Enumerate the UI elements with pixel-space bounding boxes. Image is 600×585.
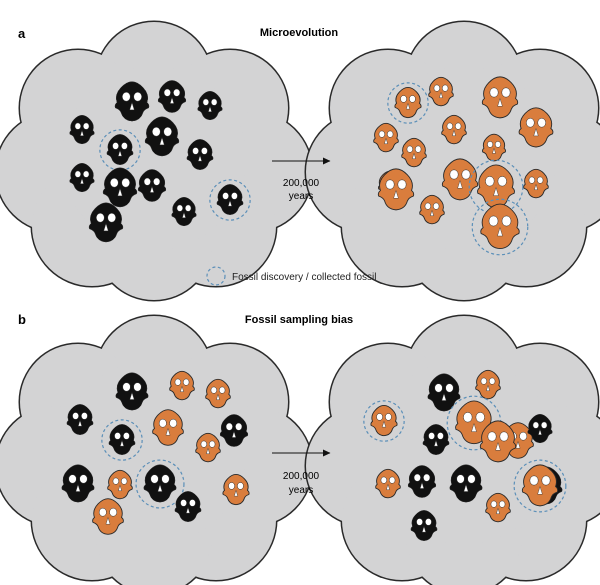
population-blob-b-t2	[304, 314, 600, 585]
skull-icon	[101, 419, 143, 461]
population-blob-b-t1	[0, 314, 314, 585]
dashed-circle-icon	[206, 266, 226, 286]
skull-icon	[471, 198, 529, 256]
skull-icon	[114, 81, 150, 122]
fossil-circle-icon	[513, 459, 567, 513]
panel-a-arrow-line2: years	[289, 191, 313, 202]
panel-b-letter: b	[18, 312, 26, 327]
skull-icon	[428, 76, 454, 107]
skull-icon	[157, 80, 187, 113]
skull-icon	[387, 82, 429, 124]
skull-icon	[174, 491, 202, 522]
skull-icon	[186, 139, 214, 170]
skull-icon	[197, 91, 223, 121]
skull-icon	[107, 469, 133, 500]
skull-icon	[209, 179, 251, 221]
fossil-circle-icon	[99, 129, 141, 171]
fossil-circle-icon	[363, 400, 405, 442]
skull-icon	[479, 420, 517, 463]
skull-icon	[92, 498, 124, 535]
population-blob-a-t1	[0, 20, 314, 302]
skull-icon	[99, 129, 141, 171]
skull-icon	[377, 168, 415, 211]
skull-icon	[523, 168, 549, 199]
fossil-circle-icon	[471, 198, 529, 256]
skull-icon	[518, 107, 554, 148]
skull-icon	[468, 159, 524, 215]
fossil-circle-icon	[209, 179, 251, 221]
skull-icon	[449, 464, 483, 503]
skull-icon	[427, 373, 461, 412]
skull-icon	[195, 432, 221, 463]
panel-a-arrow-line1: 200,000	[283, 178, 320, 189]
panel-b-title: Fossil sampling bias	[245, 314, 353, 326]
skulls-layer	[61, 76, 567, 541]
panel-a-letter: a	[18, 26, 26, 41]
skull-icon	[363, 400, 405, 442]
skull-icon	[88, 202, 124, 243]
skull-icon	[419, 194, 445, 225]
skull-icon	[482, 133, 506, 162]
fossil-circle-icon	[135, 459, 185, 509]
skull-icon	[407, 465, 437, 498]
skull-icon	[115, 372, 149, 411]
skull-icon	[66, 404, 94, 435]
skull-icon	[205, 378, 231, 409]
skull-icon	[61, 464, 95, 503]
skull-icon	[375, 468, 401, 499]
skull-icon	[222, 473, 250, 506]
skull-icon	[441, 114, 467, 145]
fossil-circle-icon	[387, 82, 429, 124]
skull-icon	[527, 414, 553, 444]
panel-b-arrow-line2: years	[289, 485, 313, 496]
population-blob-a-t2	[304, 20, 600, 302]
skull-icon	[513, 459, 567, 513]
skull-icon	[410, 510, 438, 541]
skull-icon	[481, 76, 519, 119]
fossil-circle-icon	[468, 159, 524, 215]
skull-icon	[135, 459, 185, 509]
fossil-circle-icon	[101, 419, 143, 461]
legend-label: Fossil discovery / collected fossil	[232, 272, 377, 283]
skull-icon	[152, 409, 184, 446]
skull-icon	[69, 115, 95, 145]
skull-icon	[401, 137, 427, 168]
skull-icon	[102, 167, 138, 208]
skull-icon	[69, 163, 95, 193]
skull-icon	[144, 116, 180, 157]
skull-icon	[219, 414, 249, 447]
panel-a-title: Microevolution	[260, 27, 339, 39]
skull-icon	[485, 492, 511, 523]
skull-icon	[171, 197, 197, 227]
panel-b-arrow-line1: 200,000	[283, 471, 320, 482]
skull-icon	[373, 122, 399, 153]
skull-icon	[169, 370, 195, 401]
skull-icon	[441, 158, 479, 201]
skull-icon	[137, 169, 167, 202]
skull-icon	[475, 369, 501, 400]
skull-icon	[422, 424, 450, 455]
